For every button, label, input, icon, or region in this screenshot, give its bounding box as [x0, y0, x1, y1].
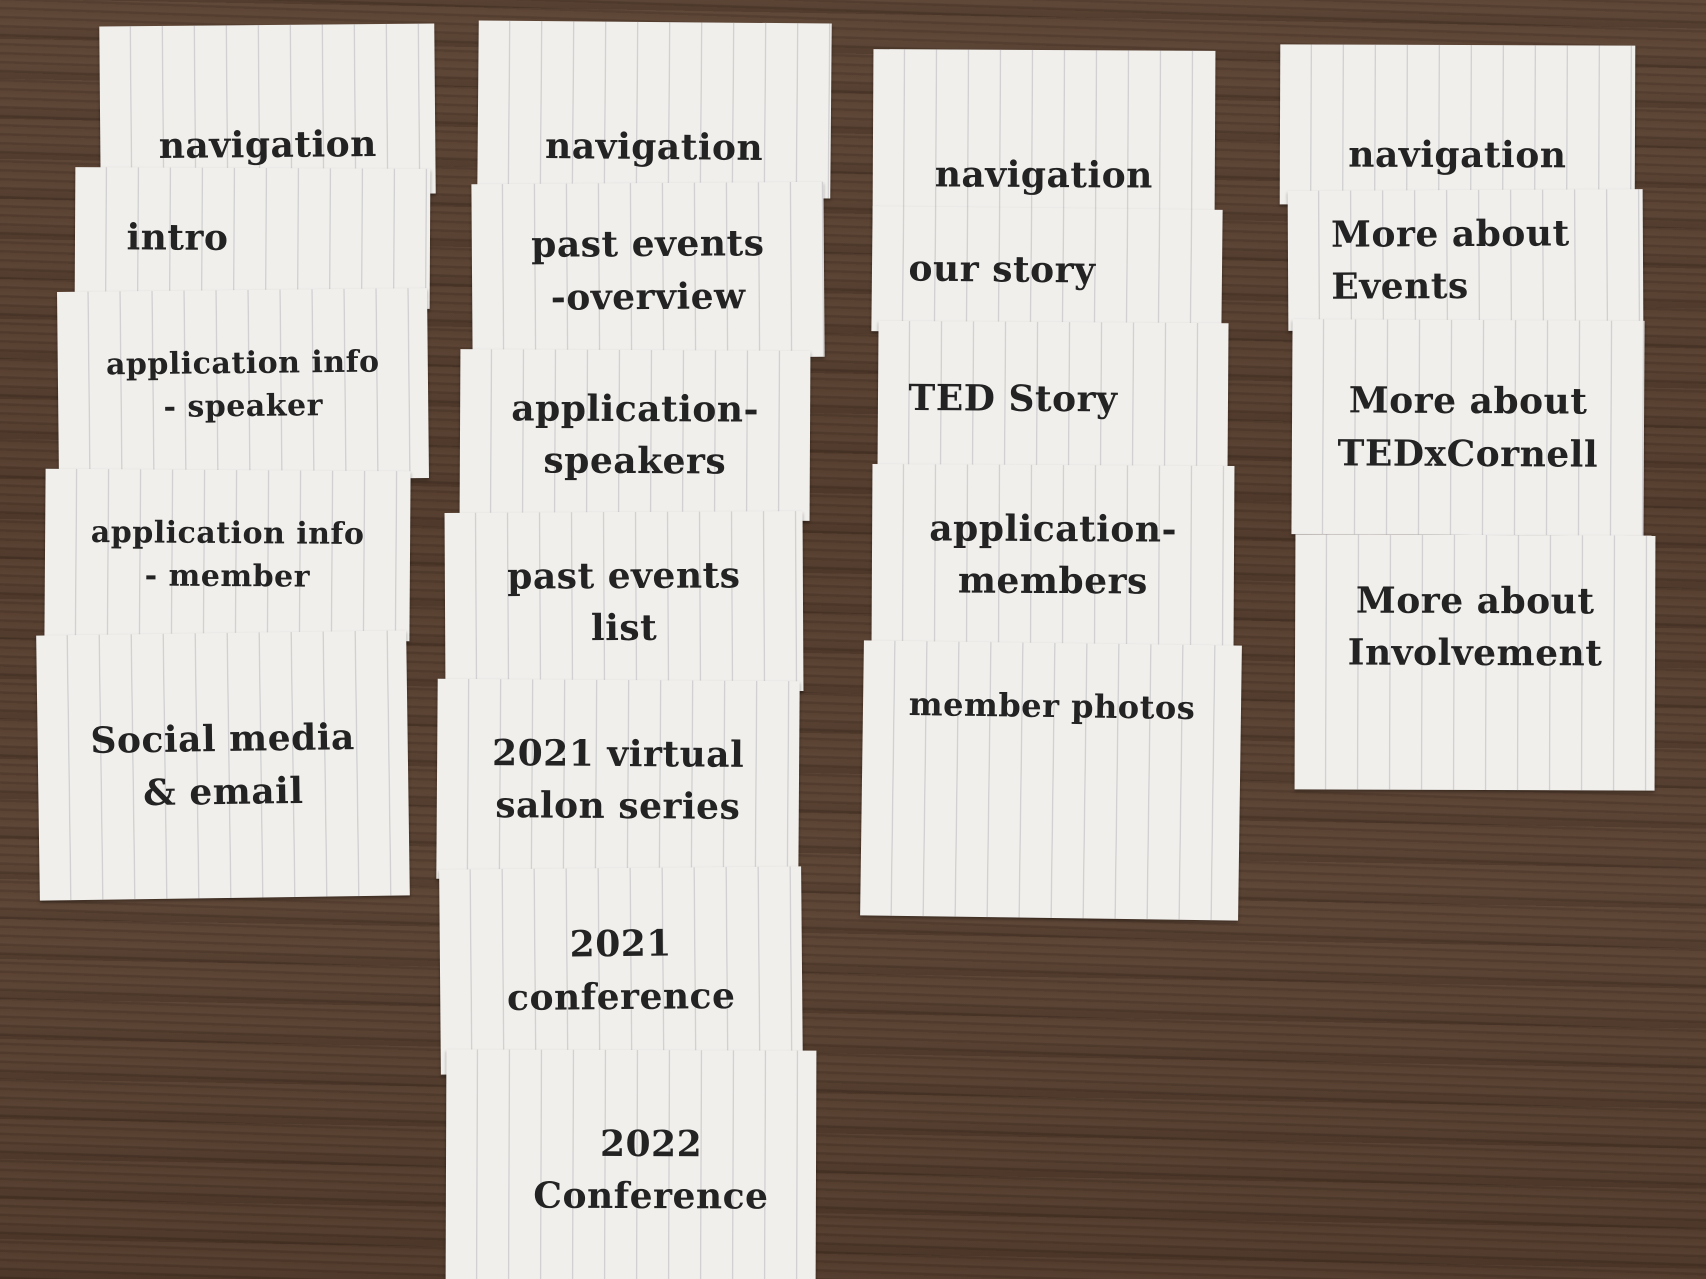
card-label: navigation — [1348, 133, 1567, 177]
card-label: More about Involvement — [1347, 579, 1603, 675]
index-card: More about Events — [1287, 189, 1644, 331]
card-label: More about Events — [1330, 212, 1570, 308]
index-card: navigation — [1279, 44, 1636, 206]
index-card: More about TEDxCornell — [1291, 319, 1645, 536]
card-label: More about TEDxCornell — [1337, 379, 1599, 476]
index-card: More about Involvement — [1294, 534, 1656, 791]
